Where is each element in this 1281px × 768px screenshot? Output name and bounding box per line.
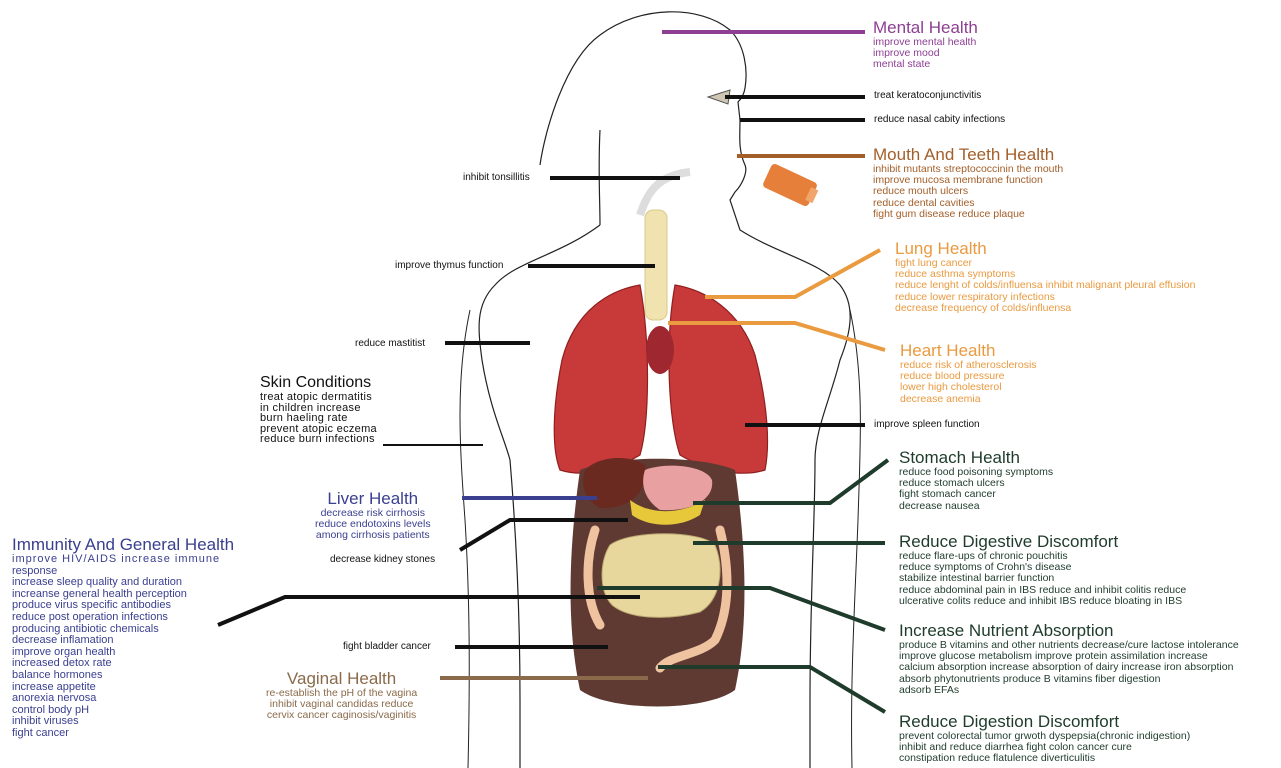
skin-conditions-title: Skin Conditions [260,373,377,392]
tonsillitis-label: inhibit tonsillitis [463,172,530,183]
list-item: treat atopic dermatitis [260,392,377,403]
spleen-label: improve spleen function [874,419,980,430]
lung-connector [705,250,880,297]
vaginal-health-list: re-establish the pH of the vagina inhibi… [266,688,417,722]
list-item: ulcerative colits reduce and inhibit IBS… [899,596,1186,607]
list-item: reduce lenght of colds/influensa inhibit… [895,280,1195,291]
lung-health-list: fight lung cancer reduce asthma symptoms… [895,258,1195,314]
mouth-teeth-health-list: inhibit mutants streptococcinin the mout… [873,164,1063,220]
list-item: among cirrhosis patients [315,530,431,541]
list-item: decrease nausea [899,501,1053,512]
list-item: fight gum disease reduce plaque [873,209,1063,220]
list-item: reduce mouth ulcers [873,186,1063,197]
list-item: stabilize intestinal barrier function [899,573,1186,584]
liver-health-block: Liver Health decrease risk cirrhosis red… [315,489,431,542]
list-item: decrease anemia [900,394,1037,405]
reduce-digestion-discomfort-list: prevent colorectal tumor grwoth dyspepsi… [899,731,1190,765]
list-item: decrease inflamation [12,635,234,647]
mouth-teeth-health-title: Mouth And Teeth Health [873,145,1063,164]
list-item: fight stomach cancer [899,489,1053,500]
stomach-health-title: Stomach Health [899,448,1053,467]
list-item: anorexia nervosa [12,693,234,705]
list-item: improve HIV/AIDS increase immune [12,554,234,566]
heart-health-block: Heart Health reduce risk of atherosclero… [900,341,1037,405]
left-lung [554,285,647,473]
heart-health-list: reduce risk of atherosclerosis reduce bl… [900,360,1037,405]
liver-health-list: decrease risk cirrhosis reduce endotoxin… [315,508,431,542]
lung-health-title: Lung Health [895,239,1195,258]
reduce-digestion-discomfort-title: Reduce Digestion Discomfort [899,712,1190,731]
mouth-teeth-health-block: Mouth And Teeth Health inhibit mutants s… [873,145,1063,220]
mastitis-label: reduce mastitist [355,338,425,349]
stomach-health-block: Stomach Health reduce food poisoning sym… [899,448,1053,512]
arm-right [850,310,860,768]
small-intestines [602,534,720,618]
keratoconjunctivitis-label: treat keratoconjunctivitis [874,90,981,101]
kidney-label: decrease kidney stones [330,554,435,565]
list-item: calcium absorption increase absorption o… [899,662,1239,673]
vaginal-health-title: Vaginal Health [266,669,417,688]
heart-health-title: Heart Health [900,341,1037,360]
list-item: decrease frequency of colds/influensa [895,303,1195,314]
list-item: adsorb EFAs [899,685,1239,696]
list-item: constipation reduce flatulence diverticu… [899,753,1190,764]
lung-health-block: Lung Health fight lung cancer reduce ast… [895,239,1195,314]
mental-health-title: Mental Health [873,18,978,37]
nasal-label: reduce nasal cabity infections [874,114,1005,125]
immunity-general-health-title: Immunity And General Health [12,535,234,554]
arm-left [460,310,470,768]
reduce-digestive-discomfort-block: Reduce Digestive Discomfort reduce flare… [899,532,1186,607]
increase-nutrient-absorption-block: Increase Nutrient Absorption produce B v… [899,621,1239,696]
reduce-digestion-discomfort-block: Reduce Digestion Discomfort prevent colo… [899,712,1190,765]
stomach-health-list: reduce food poisoning symptoms reduce st… [899,467,1053,512]
vaginal-health-block: Vaginal Health re-establish the pH of th… [266,669,417,722]
list-item: balance hormones [12,670,234,682]
reduce-digestive-discomfort-title: Reduce Digestive Discomfort [899,532,1186,551]
mental-health-list: improve mental health improve mood menta… [873,37,978,71]
thymus-label: improve thymus function [395,260,503,271]
list-item: burn haeling rate [260,413,377,424]
mental-health-block: Mental Health improve mental health impr… [873,18,978,71]
list-item: mental state [873,59,978,70]
immunity-general-health-block: Immunity And General Health improve HIV/… [12,535,234,740]
bottle-icon [762,163,821,209]
immunity-general-health-list: improve HIV/AIDS increase immune respons… [12,554,234,740]
increase-nutrient-absorption-title: Increase Nutrient Absorption [899,621,1239,640]
heart [646,326,674,374]
right-lung [669,285,768,473]
reduce-digestive-discomfort-list: reduce flare-ups of chronic pouchitis re… [899,551,1186,607]
list-item: lower high cholesterol [900,382,1037,393]
skin-conditions-block: Skin Conditions treat atopic dermatitis … [260,373,377,445]
list-item: cervix cancer caginosis/vaginitis [266,710,417,721]
increase-nutrient-absorption-list: produce B vitamins and other nutrients d… [899,640,1239,696]
skin-conditions-list: treat atopic dermatitis in children incr… [260,392,377,445]
liver-health-title: Liver Health [315,489,431,508]
list-item: reduce post operation infections [12,612,234,624]
list-item: fight cancer [12,728,234,740]
bladder-label: fight bladder cancer [343,641,431,652]
list-item: reduce burn infections [260,434,377,445]
